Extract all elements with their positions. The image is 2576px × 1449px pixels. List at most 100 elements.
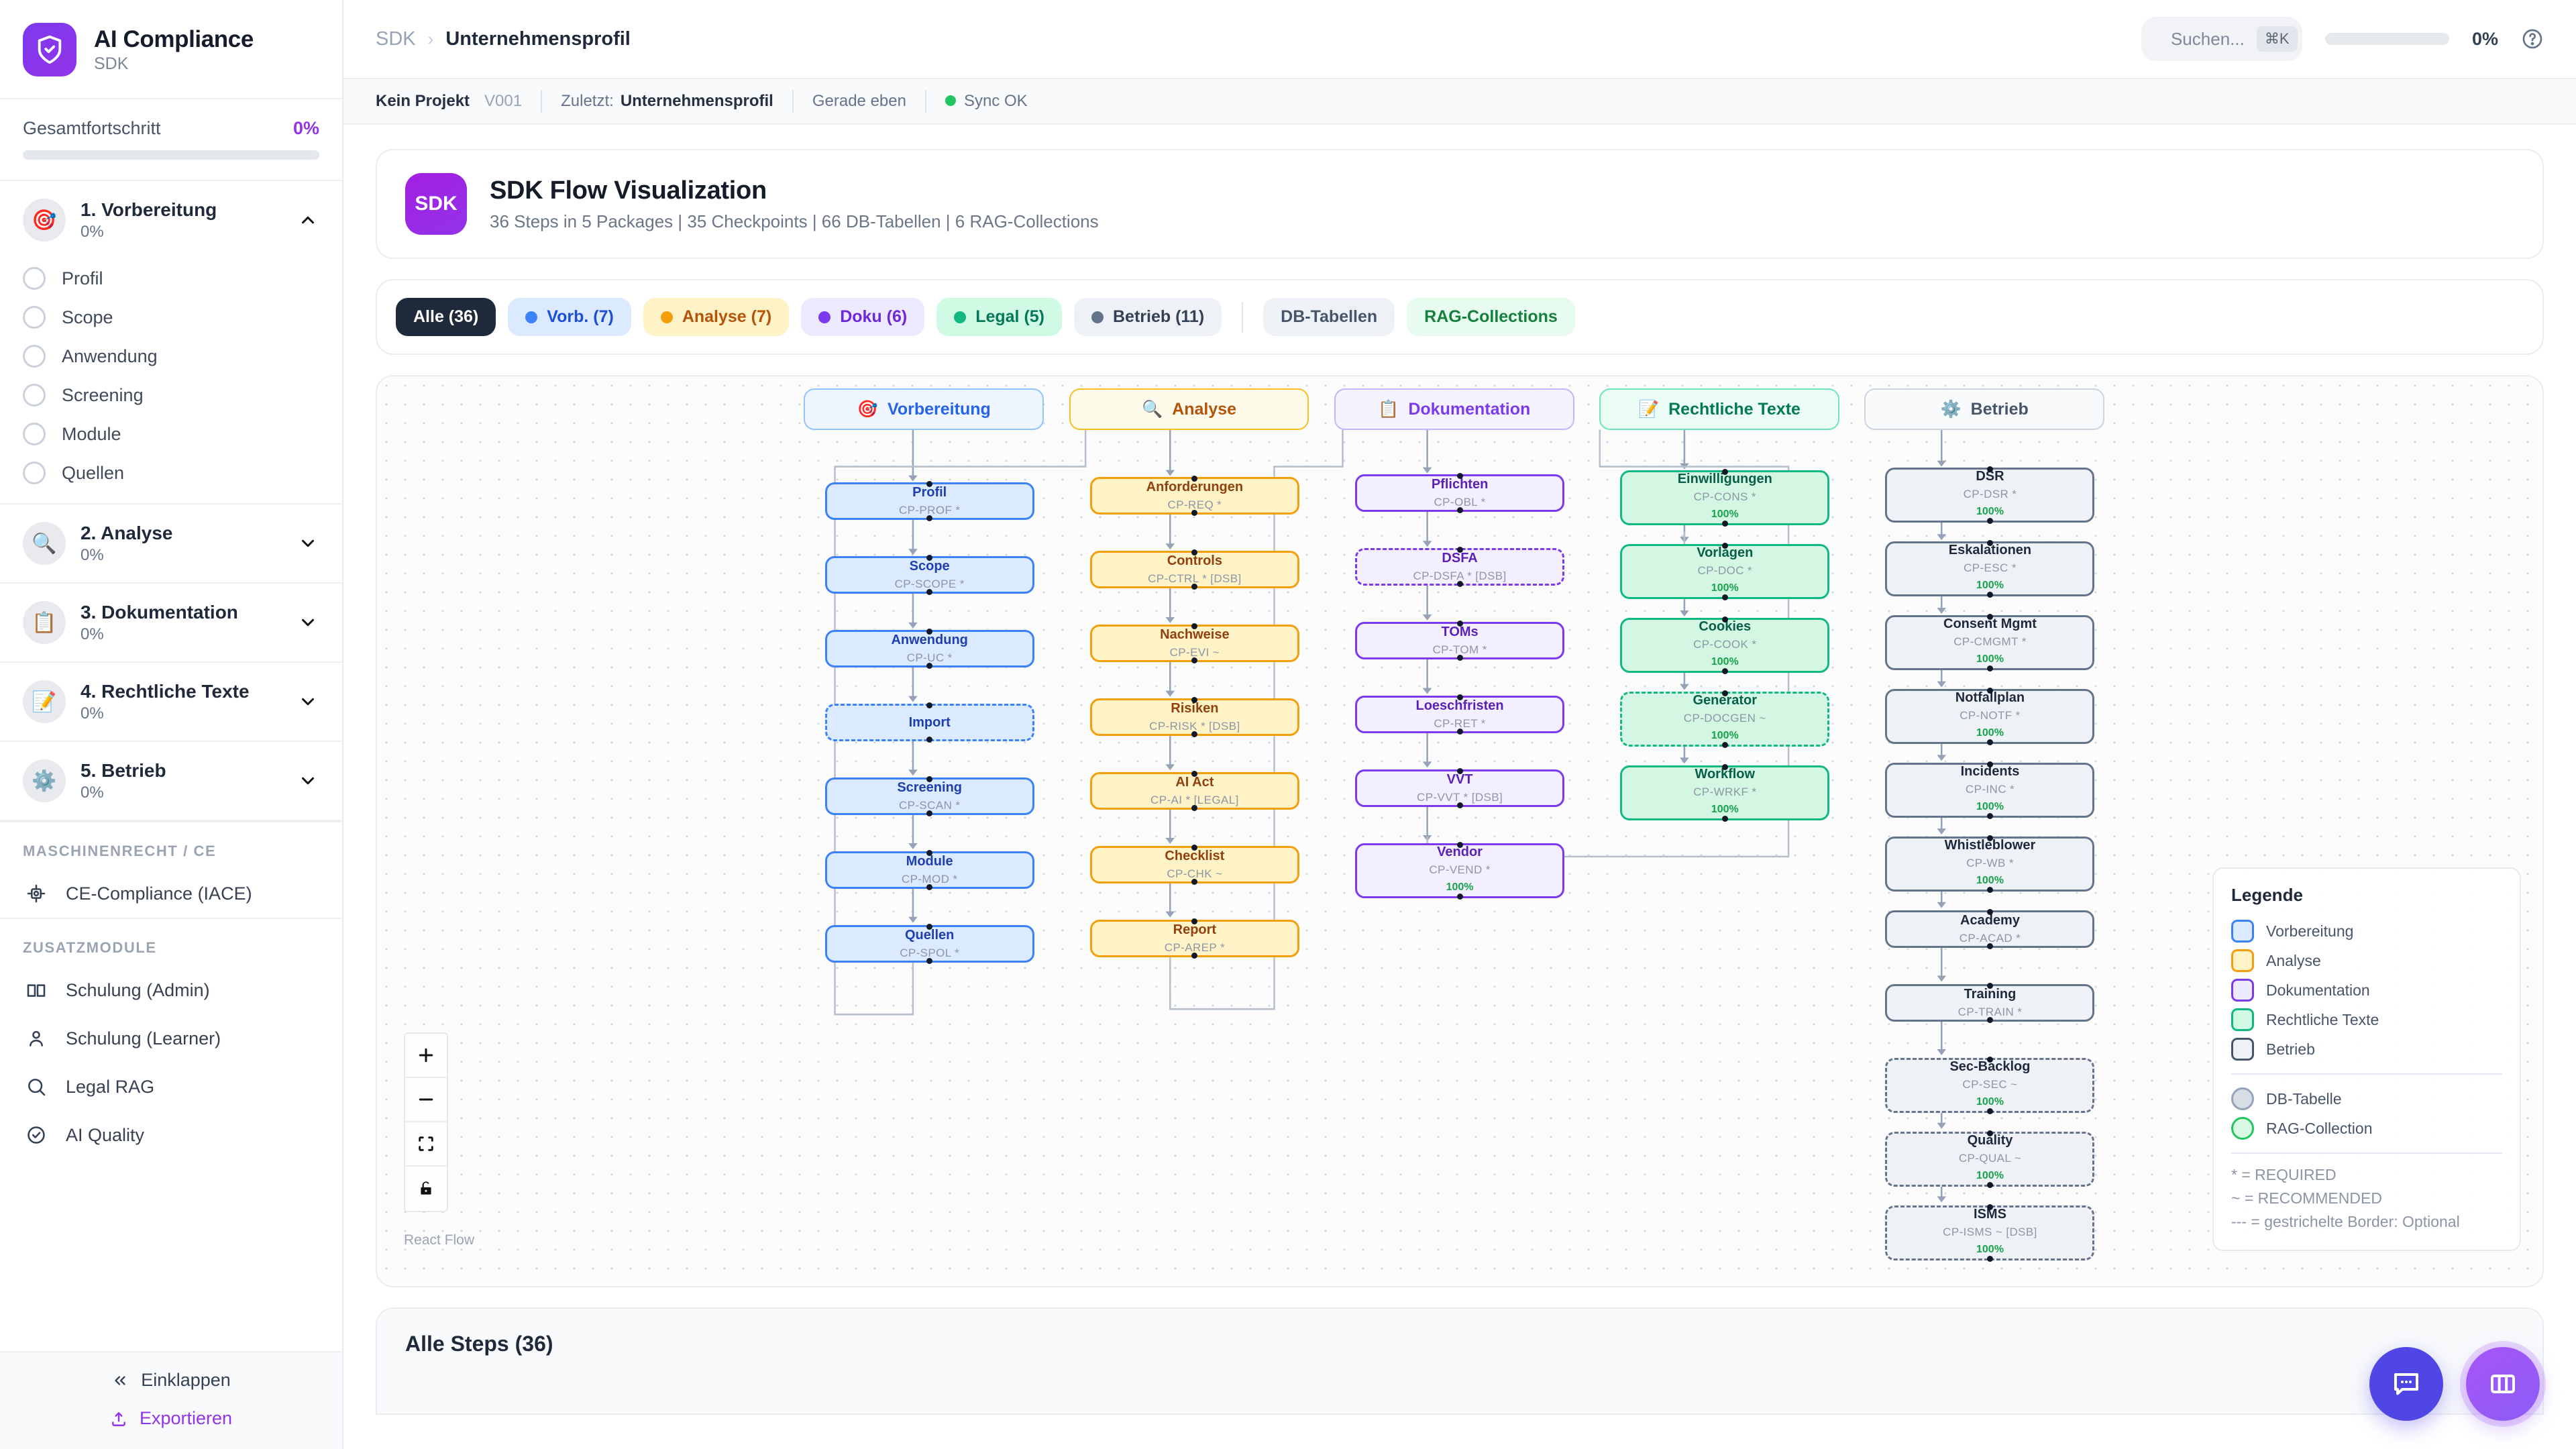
step-status-radio[interactable] [23, 345, 46, 368]
step-status-radio[interactable] [23, 267, 46, 290]
node-handle-top[interactable] [1191, 476, 1198, 482]
node-handle-bottom[interactable] [926, 515, 933, 521]
sidebar-item-profil[interactable]: Profil [0, 259, 342, 298]
lock-toggle-button[interactable] [405, 1167, 447, 1211]
node-handle-top[interactable] [926, 629, 933, 635]
node-handle-top[interactable] [1191, 623, 1198, 629]
filter-chip-analyse-7[interactable]: Analyse (7) [643, 298, 790, 336]
node-handle-top[interactable] [1191, 845, 1198, 851]
node-handle-top[interactable] [1721, 690, 1728, 696]
breadcrumb-item-sdk[interactable]: SDK [376, 28, 416, 50]
chevron-down-icon[interactable] [297, 532, 319, 555]
node-handle-bottom[interactable] [1191, 731, 1198, 737]
node-handle-top[interactable] [926, 702, 933, 708]
node-handle-top[interactable] [1191, 918, 1198, 924]
node-handle-top[interactable] [926, 555, 933, 561]
node-handle-bottom[interactable] [1986, 1108, 1993, 1114]
node-handle-bottom[interactable] [1986, 518, 1993, 524]
node-handle-top[interactable] [1191, 549, 1198, 555]
node-handle-bottom[interactable] [1191, 584, 1198, 590]
node-handle-top[interactable] [1191, 697, 1198, 703]
node-handle-bottom[interactable] [1986, 1256, 1993, 1262]
node-handle-bottom[interactable] [1456, 581, 1463, 587]
node-handle-top[interactable] [1721, 543, 1728, 549]
sidebar-item-module[interactable]: Module [0, 415, 342, 453]
node-handle-top[interactable] [1986, 1204, 1993, 1210]
node-handle-bottom[interactable] [1721, 521, 1728, 527]
node-handle-bottom[interactable] [926, 958, 933, 964]
zoom-controls[interactable] [404, 1032, 448, 1212]
filter-chip-vorb-7[interactable]: Vorb. (7) [508, 298, 631, 336]
node-handle-top[interactable] [1721, 764, 1728, 770]
node-handle-bottom[interactable] [1986, 665, 1993, 672]
node-handle-top[interactable] [926, 850, 933, 856]
node-handle-bottom[interactable] [1191, 657, 1198, 663]
zoom-in-button[interactable] [405, 1034, 447, 1078]
node-handle-bottom[interactable] [1721, 668, 1728, 674]
node-handle-bottom[interactable] [1986, 943, 1993, 949]
sidebar-item-ai-quality[interactable]: AI Quality [0, 1111, 342, 1159]
chevron-down-icon[interactable] [297, 690, 319, 713]
node-handle-bottom[interactable] [926, 589, 933, 595]
node-handle-top[interactable] [1986, 909, 1993, 915]
sidebar-item-scope[interactable]: Scope [0, 298, 342, 337]
node-handle-bottom[interactable] [926, 663, 933, 669]
collapse-sidebar-button[interactable]: Einklappen [111, 1370, 231, 1391]
node-handle-top[interactable] [1986, 835, 1993, 841]
filter-chip-doku-6[interactable]: Doku (6) [801, 298, 925, 336]
node-handle-top[interactable] [926, 776, 933, 782]
step-status-radio[interactable] [23, 423, 46, 445]
node-handle-top[interactable] [1986, 466, 1993, 472]
node-handle-top[interactable] [1191, 771, 1198, 777]
node-handle-top[interactable] [1456, 842, 1463, 848]
node-handle-bottom[interactable] [926, 810, 933, 816]
node-handle-top[interactable] [1986, 1130, 1993, 1136]
node-handle-bottom[interactable] [1986, 1017, 1993, 1023]
node-handle-bottom[interactable] [1456, 655, 1463, 661]
chevron-down-icon[interactable] [297, 611, 319, 634]
panel-fab-button[interactable] [2466, 1347, 2540, 1421]
node-handle-bottom[interactable] [1456, 894, 1463, 900]
sidebar-item-ce-compliance-iace[interactable]: CE-Compliance (IACE) [0, 869, 342, 918]
node-handle-bottom[interactable] [1456, 802, 1463, 808]
fit-view-button[interactable] [405, 1122, 447, 1167]
node-handle-top[interactable] [1986, 614, 1993, 620]
node-handle-bottom[interactable] [1986, 592, 1993, 598]
node-handle-top[interactable] [1456, 621, 1463, 627]
node-handle-bottom[interactable] [1986, 1182, 1993, 1188]
node-handle-top[interactable] [1456, 547, 1463, 553]
search-input[interactable]: Suchen... ⌘K [2141, 17, 2302, 61]
node-handle-bottom[interactable] [1456, 507, 1463, 513]
export-button[interactable]: Exportieren [110, 1408, 232, 1429]
step-status-radio[interactable] [23, 384, 46, 407]
node-handle-bottom[interactable] [1721, 742, 1728, 748]
node-handle-top[interactable] [1986, 983, 1993, 989]
sidebar-item-legal-rag[interactable]: Legal RAG [0, 1063, 342, 1111]
sidebar-item-quellen[interactable]: Quellen [0, 453, 342, 492]
sidebar-item-schulung-learner[interactable]: Schulung (Learner) [0, 1014, 342, 1063]
filter-chip-betrieb-11[interactable]: Betrieb (11) [1074, 298, 1222, 336]
node-handle-top[interactable] [1456, 694, 1463, 700]
